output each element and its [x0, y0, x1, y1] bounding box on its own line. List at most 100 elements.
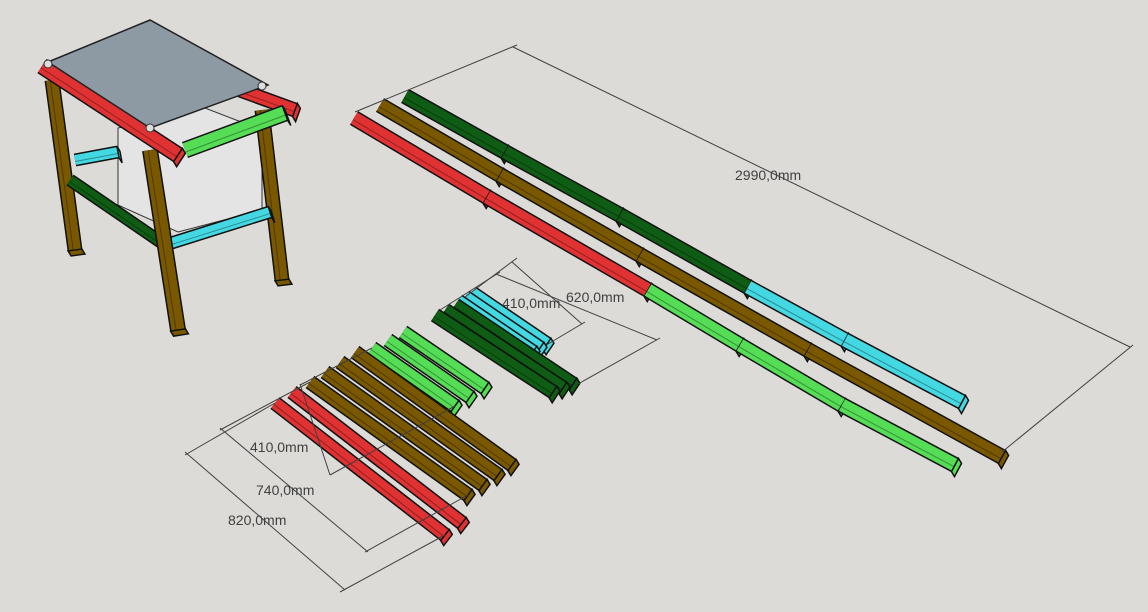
- long-rail-3-segment-4-edge: [738, 346, 842, 408]
- dimension-label-820: 820,0mm: [228, 512, 286, 528]
- dim-620-line: [495, 273, 658, 341]
- long-rail-1-segment-5-edge: [843, 341, 962, 405]
- stool-rail-red-right: [237, 84, 298, 116]
- piece-dark-green-6: [431, 309, 557, 398]
- stool-rail-cyan-front-end-face: [267, 205, 276, 224]
- stool-rail-cyan-front: [163, 207, 272, 250]
- long-rail-2-segment-1-edge: [378, 106, 500, 178]
- stool-rail-cyan-left-end-face: [116, 145, 123, 164]
- piece-light-green-7: [399, 327, 489, 393]
- piece-brown-10-end-face: [507, 457, 520, 478]
- cut-pieces: [270, 89, 1010, 547]
- stool-rail-cyan-front-edge: [165, 212, 271, 247]
- dim-410g-ext-end: [329, 405, 456, 476]
- long-rail-1-segment-3-edge: [618, 216, 748, 290]
- piece-dark-green-6-edge: [433, 316, 553, 394]
- long-rail-1-segment-4: [744, 281, 849, 346]
- stool-leg-front: [143, 149, 185, 331]
- dim-2990-ext-end: [1001, 344, 1134, 453]
- stool-leg-back-right-edge: [259, 110, 281, 281]
- piece-red-15: [271, 398, 449, 540]
- long-rail-1-segment-4-edge: [746, 288, 845, 343]
- bolt-icon-2: [145, 123, 155, 133]
- long-rail-1-segment-5-end-face: [957, 393, 970, 416]
- stool-rail-green-front-end-face: [281, 105, 292, 126]
- stool-rail-dark-green-left: [67, 175, 168, 250]
- piece-light-green-9-edge: [370, 349, 455, 408]
- stool-leg-back-right-end-face: [273, 278, 294, 287]
- long-rail-2-segment-2: [496, 169, 644, 261]
- stool-top-plate: [46, 19, 270, 129]
- stool-rail-dark-green-left-edge: [68, 180, 165, 247]
- piece-dark-green-5-end-face: [558, 380, 571, 401]
- long-rail-1-segment-2: [501, 146, 624, 221]
- dim-410c-ext-start: [464, 257, 518, 298]
- dim-2990-ext-start: [354, 44, 518, 113]
- stool-rail-green-front-edge: [185, 114, 286, 153]
- dim-820-ext-start: [184, 402, 276, 456]
- long-rail-2-segment-4: [804, 344, 1006, 463]
- piece-light-green-9: [368, 343, 459, 411]
- dim-740-ext-end: [364, 494, 469, 553]
- bolt-icon-3: [257, 81, 267, 91]
- piece-dark-green-5: [441, 304, 567, 394]
- piece-red-15-edge: [273, 404, 445, 537]
- stool-rail-red-right-edge: [239, 91, 295, 113]
- long-rail-1-segment-1-edge: [403, 97, 505, 155]
- piece-red-14-end-face: [456, 516, 471, 535]
- long-rail-3-segment-5: [838, 399, 959, 471]
- dim-820-line: [184, 451, 346, 591]
- stool-rail-red-left-edge: [40, 67, 178, 158]
- long-rail-2-segment-4-end-face: [997, 448, 1010, 471]
- piece-brown-10: [351, 347, 516, 470]
- dim-740-ext-start: [219, 381, 311, 431]
- long-rail-3-segment-3: [644, 284, 744, 351]
- long-rail-2-segment-1: [376, 99, 504, 181]
- piece-brown-13-edge: [308, 383, 468, 497]
- long-rail-3-segment-1: [350, 112, 491, 203]
- stool-rail-cyan-left-edge: [75, 152, 119, 162]
- long-rail-3-segment-4: [736, 339, 846, 411]
- piece-brown-12: [321, 367, 487, 490]
- stool-rail-cyan-left: [74, 147, 119, 165]
- dim-820-ext-end: [339, 534, 446, 593]
- stool-rail-red-left: [38, 60, 182, 161]
- piece-brown-11: [336, 357, 502, 480]
- long-rail-3-segment-2-edge: [485, 198, 648, 293]
- dim-410g-ext-start: [299, 347, 373, 386]
- long-rail-2-segment-2-edge: [498, 176, 640, 258]
- piece-brown-12-end-face: [478, 477, 491, 498]
- piece-brown-11-end-face: [493, 467, 506, 488]
- stool-rail-red-right-end-face: [291, 101, 302, 124]
- stool-leg-back-right: [256, 109, 288, 281]
- stool-rail-green-front: [182, 106, 288, 157]
- long-rail-1-segment-1: [401, 90, 509, 158]
- piece-light-green-8-edge: [386, 341, 470, 399]
- piece-brown-13: [306, 377, 472, 500]
- piece-brown-11-edge: [338, 363, 498, 477]
- long-rail-1-segment-3: [616, 209, 752, 293]
- dim-2990-line: [512, 46, 1131, 348]
- long-rail-3-segment-5-edge: [840, 406, 955, 468]
- long-rail-2-segment-3-edge: [638, 256, 808, 353]
- piece-red-15-end-face: [439, 528, 454, 547]
- stool-leg-back-left: [46, 79, 81, 251]
- long-rail-1-segment-2-edge: [503, 153, 620, 218]
- long-rail-3-segment-3-edge: [646, 291, 740, 348]
- bolt-icon-1: [43, 59, 53, 69]
- long-rail-1-segment-5: [841, 334, 966, 408]
- dimension-label-2990: 2990,0mm: [735, 167, 801, 183]
- stool-leg-front-end-face: [169, 328, 190, 337]
- dimension-lines: [184, 44, 1134, 593]
- long-rail-2-segment-3: [636, 249, 812, 356]
- piece-brown-10-edge: [353, 353, 512, 467]
- dimension-label-410-green: 410,0mm: [250, 439, 308, 455]
- dimension-label-410-cyan: 410,0mm: [502, 295, 560, 311]
- piece-red-14-edge: [290, 393, 462, 525]
- piece-light-green-8: [384, 335, 474, 402]
- long-rail-3-segment-1-edge: [352, 119, 487, 200]
- piece-red-14: [288, 387, 466, 528]
- dim-410c-ext-end: [547, 321, 586, 345]
- piece-dark-green-4: [451, 300, 577, 389]
